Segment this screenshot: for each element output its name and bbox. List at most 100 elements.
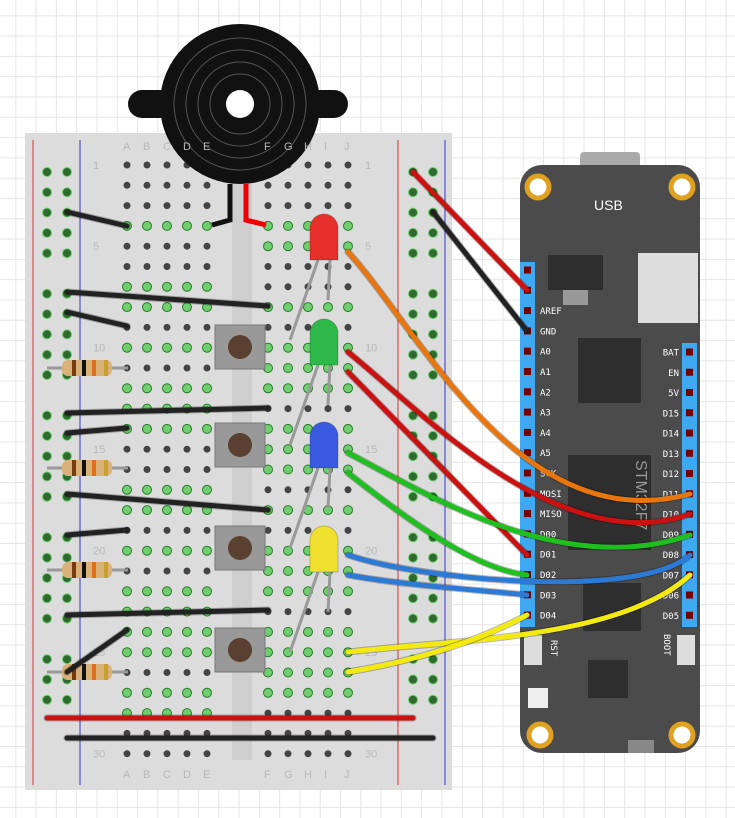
column-label: C [163,141,171,153]
breadboard-hole [143,445,151,453]
column-label: F [264,141,271,153]
breadboard-hole [283,545,293,556]
breadboard-hole [182,220,192,231]
pin-label-d06: D06 [663,592,679,602]
mounting-hole [668,721,696,749]
breadboard-hole [284,750,292,758]
breadboard-hole [203,750,211,758]
led [309,318,339,366]
rail-hole [428,227,438,238]
pin-label-d10: D10 [663,511,679,521]
rail-hole [42,430,52,441]
rail-hole [42,593,52,604]
rail-hole [408,451,418,462]
breadboard-hole [203,263,211,270]
antenna-pad [528,688,548,708]
breadboard-hole [202,220,212,231]
breadboard-hole [343,626,353,637]
breadboard-hole [122,545,132,556]
led-lead [326,364,332,406]
breadboard-hole [203,242,211,250]
regulator-tab [563,290,588,305]
breadboard-hole [122,687,132,698]
column-label: I [324,141,327,153]
breadboard-hole [283,220,293,231]
breadboard-hole [343,505,353,516]
breadboard-hole [202,626,212,637]
breadboard-hole [122,484,132,495]
breadboard-hole [284,405,292,413]
breadboard-hole [182,423,192,434]
breadboard-hole [304,750,312,758]
breadboard-hole [324,181,332,189]
led-lead [326,259,332,301]
rail-hole [62,694,72,705]
breadboard-hole [163,669,171,676]
pin [686,389,693,396]
row-label: 20 [365,546,377,558]
buzzer-center [226,90,254,118]
breadboard-hole [283,626,293,637]
rail-hole [408,227,418,238]
breadboard-hole [303,687,313,698]
led-lead [288,467,320,549]
breadboard-hole [142,626,152,637]
breadboard-hole [304,263,312,270]
breadboard-hole [263,241,273,252]
wire-yellow-d04 [345,612,530,675]
rail-hole [42,349,52,360]
pin-label-mosi: MOSI [540,490,562,500]
breadboard-hole [344,202,352,210]
pin-label-aref: AREF [540,307,562,317]
rail-hole [62,329,72,340]
rail-hole [428,593,438,604]
pin [686,591,693,599]
breadboard-hole [123,202,131,210]
breadboard-hole [182,484,192,495]
breadboard-hole [143,750,151,758]
row-label: 15 [365,444,377,456]
breadboard-hole [284,181,292,189]
pin-label-miso: MISO [540,510,562,520]
rail-hole [428,309,438,320]
breadboard-hole [283,586,293,597]
rail-hole [428,430,438,441]
pin-label-a5: A5 [540,449,551,459]
breadboard-hole [163,323,171,331]
rail-hole [428,248,438,259]
row-label: 1 [93,160,99,172]
rail-hole [408,207,418,218]
rail-hole [42,410,52,421]
breadboard-hole [344,263,352,270]
wire-yellow-d07 [345,572,693,655]
pin-label-d14: D14 [663,430,679,440]
breadboard-hole [344,729,352,737]
pin [524,428,531,436]
breadboard-hole [202,484,212,495]
wires [43,168,694,742]
rail-hole [62,187,72,198]
breadboard-hole [123,729,131,737]
breadboard-hole [162,687,172,698]
column-label: J [344,141,350,153]
breadboard-hole [122,302,132,313]
resistor-band [92,562,96,578]
breadboard-hole [304,202,312,210]
wire-blue-d03 [345,572,530,598]
buzzer-ring [185,49,295,159]
rail-hole [408,370,418,380]
breadboard-hole [143,729,151,737]
breadboard-hole [202,423,212,434]
pin-label-d12: D12 [663,470,679,480]
breadboard-hole [143,263,151,270]
pin-label-d03: D03 [540,591,556,601]
breadboard-hole [324,202,332,210]
breadboard-hole [284,486,292,494]
breadboard-hole [142,423,152,434]
breadboard-hole [203,526,211,534]
breadboard-hole [143,161,151,169]
breadboard-hole [324,729,332,737]
rail-hole [62,167,72,177]
